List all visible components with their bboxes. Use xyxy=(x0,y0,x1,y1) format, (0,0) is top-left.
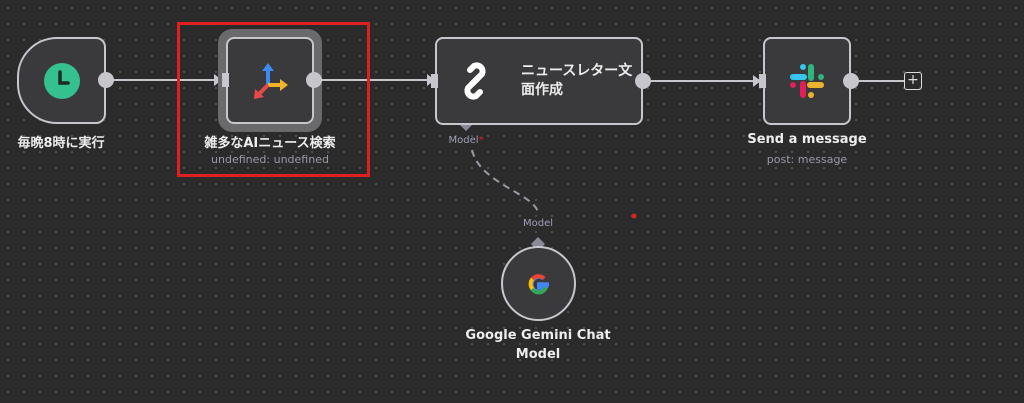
newsletter-output-port[interactable] xyxy=(635,73,651,89)
search-label: 雑多なAIニュース検索 xyxy=(204,136,336,151)
model-port-label: Model* xyxy=(448,135,484,146)
search-node[interactable] xyxy=(226,37,314,124)
slack-output-port[interactable] xyxy=(843,73,859,89)
slack-input-port[interactable] xyxy=(759,74,766,88)
slack-label: Send a message xyxy=(747,132,867,147)
google-icon xyxy=(528,273,549,294)
search-input-port[interactable] xyxy=(222,73,229,87)
trigger-node[interactable] xyxy=(17,37,106,124)
trigger-output-port[interactable] xyxy=(98,72,114,88)
trigger-label: 毎晩8時に実行 xyxy=(17,136,105,151)
axes-arrows-icon xyxy=(254,62,288,99)
newsletter-node[interactable]: ニュースレター文 面作成 xyxy=(435,37,643,125)
link-chain-icon xyxy=(464,62,486,100)
newsletter-input-port[interactable] xyxy=(431,74,438,88)
newsletter-label-line2: 面作成 xyxy=(521,82,563,98)
add-node-button[interactable]: + xyxy=(904,72,922,90)
clock-icon xyxy=(43,62,80,99)
gemini-label: Google Gemini Chat Model xyxy=(465,326,610,364)
slack-node[interactable] xyxy=(763,37,851,125)
red-dot-marker xyxy=(631,213,637,219)
gemini-label-line2: Model xyxy=(515,347,561,362)
slack-subtitle: post: message xyxy=(766,153,848,166)
newsletter-label-line1: ニュースレター文 xyxy=(521,63,633,79)
search-output-port[interactable] xyxy=(306,72,322,88)
connection-model xyxy=(471,149,540,216)
gemini-node[interactable] xyxy=(501,246,576,321)
gemini-label-line1: Google Gemini Chat xyxy=(465,328,611,343)
highlight-box xyxy=(177,22,370,177)
slack-icon xyxy=(790,64,824,98)
gemini-port-label: Model xyxy=(522,218,554,229)
search-subtitle: undefined: undefined xyxy=(211,153,329,166)
